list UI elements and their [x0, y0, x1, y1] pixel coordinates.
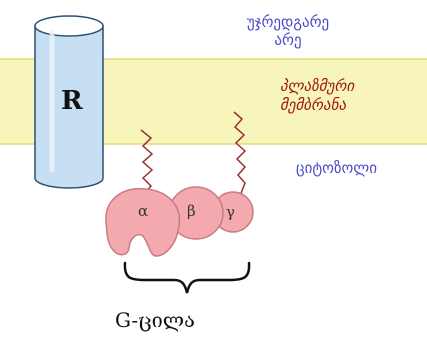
receptor-cylinder — [34, 15, 104, 189]
alpha-lipid-anchor — [140, 129, 154, 194]
membrane-label-line2: მემბრანა — [280, 96, 347, 114]
g-protein-label: G-ცილა — [115, 308, 195, 332]
cytosol-label: ციტოზოლი — [296, 159, 377, 177]
g-protein-brace — [123, 261, 251, 294]
receptor-label: R — [61, 86, 83, 116]
extracellular-label-line1: უჯრედგარე — [246, 13, 330, 31]
gamma-lipid-anchor — [233, 111, 247, 197]
alpha-subunit — [105, 187, 181, 257]
extracellular-space-label: უჯრედგარე არე — [228, 13, 348, 49]
beta-label: β — [187, 202, 196, 220]
gamma-label: γ — [226, 203, 235, 221]
g-protein-complex — [105, 186, 254, 257]
alpha-label: α — [138, 202, 149, 220]
extracellular-label-line2: არე — [274, 31, 302, 49]
plasma-membrane-label: პლაზმური მემბრანა — [280, 77, 354, 115]
membrane-label-line1: პლაზმური — [280, 77, 355, 95]
